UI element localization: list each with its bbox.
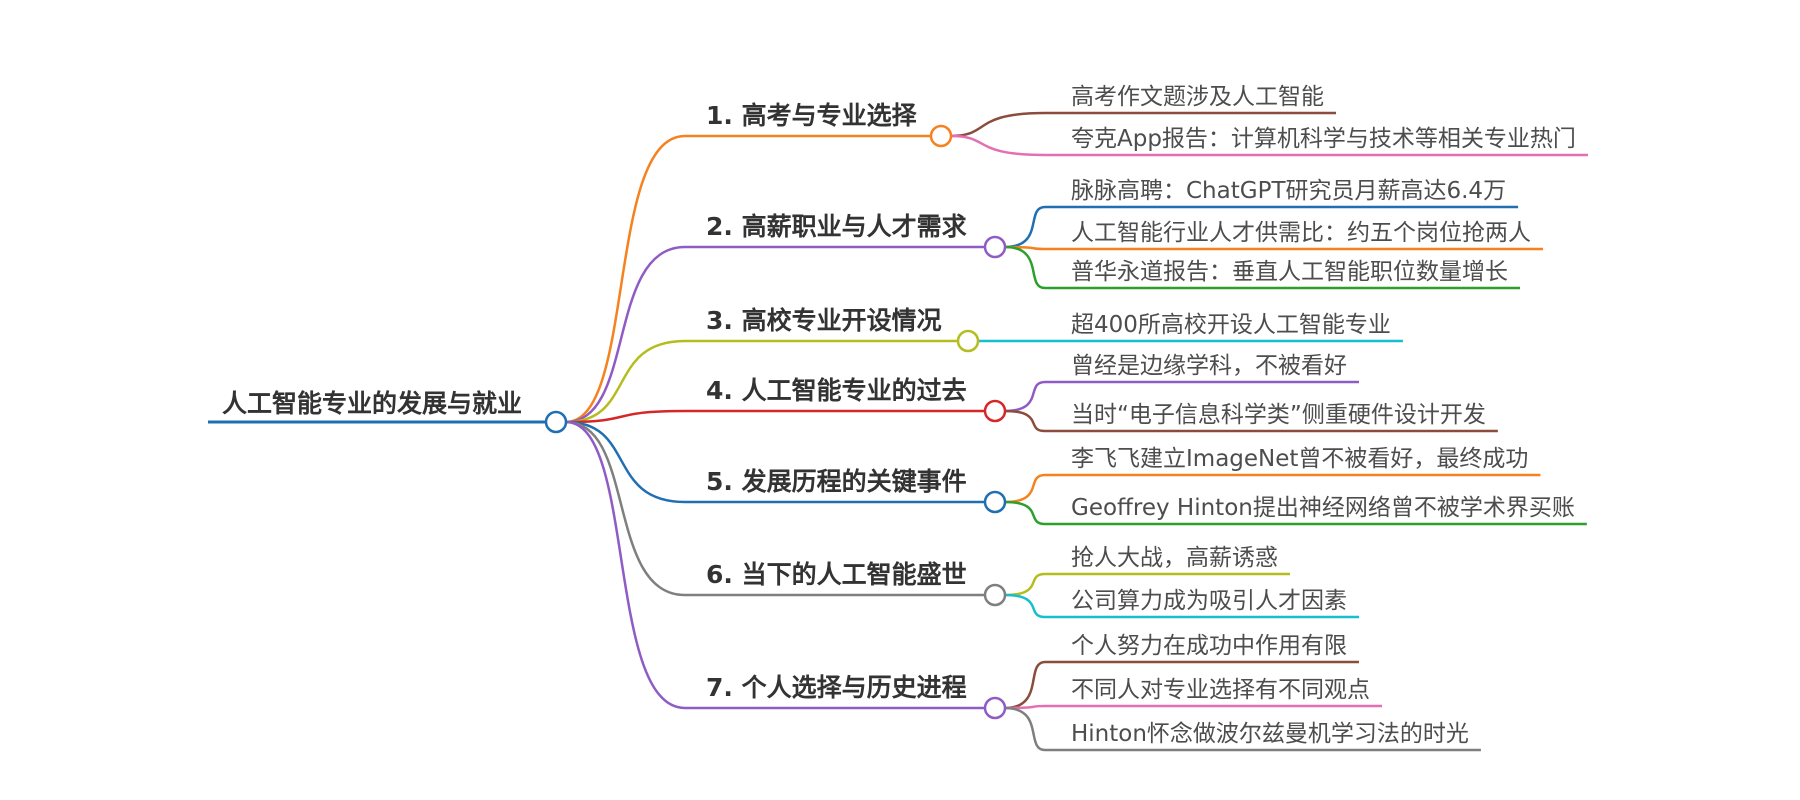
leaf-label: Hinton怀念做波尔兹曼机学习法的时光 — [1071, 721, 1469, 747]
branch-node-7[interactable]: 7. 个人选择与历史进程 — [685, 673, 985, 710]
leaf-node-1-2[interactable]: 夸克App报告：计算机科学与技术等相关专业热门 — [1045, 126, 1588, 157]
branch-label: 6. 当下的人工智能盛世 — [706, 560, 967, 589]
leaf-label: 不同人对专业选择有不同观点 — [1071, 677, 1370, 703]
branch-label: 7. 个人选择与历史进程 — [706, 673, 967, 702]
edges-layer — [565, 111, 1046, 752]
edge-branch-4-leaf-1 — [1004, 380, 1046, 413]
leaf-node-7-1[interactable]: 个人努力在成功中作用有限 — [1045, 633, 1359, 664]
edge-root-branch-5 — [565, 420, 686, 504]
leaf-node-5-1[interactable]: 李飞飞建立ImageNet曾不被看好，最终成功 — [1045, 446, 1541, 477]
branch-label: 1. 高考与专业选择 — [706, 101, 918, 130]
branch-node-1[interactable]: 1. 高考与专业选择 — [685, 101, 931, 138]
branch-node-6[interactable]: 6. 当下的人工智能盛世 — [685, 560, 985, 597]
branch-label: 5. 发展历程的关键事件 — [706, 467, 967, 496]
leaf-node-6-1[interactable]: 抢人大战，高薪诱惑 — [1045, 545, 1290, 576]
leaf-label: 普华永道报告：垂直人工智能职位数量增长 — [1071, 259, 1508, 285]
branch-label: 3. 高校专业开设情况 — [706, 306, 942, 335]
leaf-node-3-1[interactable]: 超400所高校开设人工智能专业 — [1045, 312, 1403, 343]
edge-branch-7-leaf-1 — [1004, 660, 1046, 710]
leaf-node-6-2[interactable]: 公司算力成为吸引人才因素 — [1045, 588, 1359, 619]
branch-label: 4. 人工智能专业的过去 — [706, 376, 967, 405]
leaf-label: 李飞飞建立ImageNet曾不被看好，最终成功 — [1071, 446, 1528, 472]
branch-node-4[interactable]: 4. 人工智能专业的过去 — [685, 376, 985, 413]
leaf-label: 高考作文题涉及人工智能 — [1071, 84, 1324, 110]
edge-root-branch-2 — [565, 245, 686, 424]
leaf-node-4-1[interactable]: 曾经是边缘学科，不被看好 — [1045, 353, 1359, 384]
leaf-label: 公司算力成为吸引人才因素 — [1071, 588, 1347, 614]
branch-collapse-toggle-5[interactable] — [983, 490, 1007, 514]
branch-node-3[interactable]: 3. 高校专业开设情况 — [685, 306, 958, 343]
edge-root-branch-4 — [565, 409, 686, 424]
nodes-layer: 人工智能专业的发展与就业 1. 高考与专业选择 高考作文题涉及人工智能夸克App报告… — [208, 84, 1588, 752]
leaf-label: 超400所高校开设人工智能专业 — [1071, 312, 1391, 338]
branch-collapse-toggle-2[interactable] — [983, 235, 1007, 259]
edge-branch-1-leaf-2 — [950, 134, 1046, 157]
branch-collapse-toggle-6[interactable] — [983, 583, 1007, 607]
leaf-label: 个人努力在成功中作用有限 — [1071, 633, 1347, 659]
leaf-node-1-1[interactable]: 高考作文题涉及人工智能 — [1045, 84, 1336, 115]
edge-branch-5-leaf-1 — [1004, 473, 1046, 504]
branch-node-5[interactable]: 5. 发展历程的关键事件 — [685, 467, 985, 504]
root-collapse-toggle[interactable] — [544, 410, 568, 434]
branch-collapse-toggle-4[interactable] — [983, 399, 1007, 423]
edge-branch-2-leaf-3 — [1004, 245, 1046, 290]
leaf-label: 夸克App报告：计算机科学与技术等相关专业热门 — [1071, 126, 1576, 152]
edge-root-branch-7 — [565, 420, 686, 710]
leaf-label: 人工智能行业人才供需比：约五个岗位抢两人 — [1071, 220, 1531, 246]
root-node[interactable]: 人工智能专业的发展与就业 — [208, 389, 546, 424]
edge-branch-7-leaf-3 — [1004, 706, 1046, 752]
edge-root-branch-3 — [565, 339, 686, 424]
edge-branch-1-leaf-1 — [950, 111, 1046, 138]
edge-branch-2-leaf-1 — [1004, 205, 1046, 249]
leaf-node-4-2[interactable]: 当时“电子信息科学类”侧重硬件设计开发 — [1045, 402, 1498, 433]
leaf-node-2-3[interactable]: 普华永道报告：垂直人工智能职位数量增长 — [1045, 259, 1520, 290]
leaf-label: 抢人大战，高薪诱惑 — [1071, 545, 1278, 571]
leaf-label: Geoffrey Hinton提出神经网络曾不被学术界买账 — [1071, 495, 1575, 521]
leaf-label: 当时“电子信息科学类”侧重硬件设计开发 — [1071, 402, 1486, 428]
leaf-node-5-2[interactable]: Geoffrey Hinton提出神经网络曾不被学术界买账 — [1045, 495, 1587, 526]
branch-collapse-toggle-3[interactable] — [956, 329, 980, 353]
leaf-label: 曾经是边缘学科，不被看好 — [1071, 353, 1347, 379]
branch-collapse-toggle-7[interactable] — [983, 696, 1007, 720]
branch-collapse-toggle-1[interactable] — [929, 124, 953, 148]
edge-branch-5-leaf-2 — [1004, 500, 1046, 526]
edge-branch-6-leaf-2 — [1004, 593, 1046, 619]
leaf-node-7-3[interactable]: Hinton怀念做波尔兹曼机学习法的时光 — [1045, 721, 1481, 752]
edge-root-branch-1 — [565, 134, 686, 424]
branch-label: 2. 高薪职业与人才需求 — [706, 212, 967, 241]
edge-branch-6-leaf-1 — [1004, 572, 1046, 597]
leaf-node-2-2[interactable]: 人工智能行业人才供需比：约五个岗位抢两人 — [1045, 220, 1543, 251]
leaf-node-7-2[interactable]: 不同人对专业选择有不同观点 — [1045, 677, 1382, 708]
edge-branch-4-leaf-2 — [1004, 409, 1046, 433]
leaf-label: 脉脉高聘：ChatGPT研究员月薪高达6.4万 — [1071, 178, 1506, 204]
edge-root-branch-6 — [565, 420, 686, 597]
branch-node-2[interactable]: 2. 高薪职业与人才需求 — [685, 212, 985, 249]
root-label: 人工智能专业的发展与就业 — [222, 389, 522, 418]
leaf-node-2-1[interactable]: 脉脉高聘：ChatGPT研究员月薪高达6.4万 — [1045, 178, 1519, 209]
